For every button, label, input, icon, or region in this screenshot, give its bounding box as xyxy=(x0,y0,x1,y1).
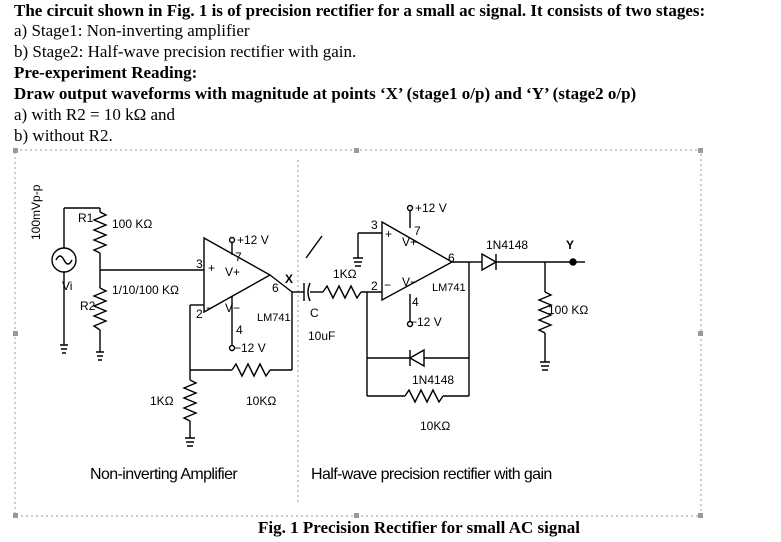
pin6-label: 6 xyxy=(272,281,279,295)
vi-label: Vi xyxy=(62,279,72,293)
cap-value: 10uF xyxy=(308,329,335,343)
diode1-label: 1N4148 xyxy=(486,238,528,252)
pin7-label: 7 xyxy=(235,250,242,264)
r-fb2-value: 10KΩ xyxy=(420,419,450,433)
diode2-label: 1N4148 xyxy=(412,373,454,387)
header-line-1: The circuit shown in Fig. 1 is of precis… xyxy=(14,1,706,20)
r2-label: R2 xyxy=(80,299,96,313)
node-x-label: X xyxy=(285,272,293,286)
r-fb2-resistor xyxy=(404,388,444,404)
diagram-frame xyxy=(14,149,702,517)
opamp2-name: LM741 xyxy=(432,282,466,294)
r2-value: 1/10/100 KΩ xyxy=(112,283,179,297)
header-line-2: a) Stage1: Non-inverting amplifier xyxy=(14,21,250,40)
ground-icon-2 xyxy=(96,351,104,361)
r-fb-resistor xyxy=(231,362,271,378)
r-fb-value: 10KΩ xyxy=(246,394,276,408)
input-amplitude-label: 100mVp-p xyxy=(29,184,43,240)
plus1-label: + xyxy=(208,261,215,275)
pin4b-label: 4 xyxy=(412,295,419,309)
vminus1-label: −12 V xyxy=(234,341,266,355)
header-line-7: b) without R2. xyxy=(14,126,113,145)
vm2-label: V− xyxy=(402,275,417,289)
cap-plate-2 xyxy=(307,282,311,302)
r-load-resistor xyxy=(537,291,553,334)
pin7b-label: 7 xyxy=(414,224,421,238)
vp2-label: V+ xyxy=(402,235,417,249)
header-line-5: Draw output waveforms with magnitude at … xyxy=(14,84,637,103)
vm1-label: V− xyxy=(225,301,240,315)
plus2-label: + xyxy=(385,227,392,241)
ground-icon-1 xyxy=(60,344,68,354)
vplus2-label: +12 V xyxy=(415,201,447,215)
pin3b-label: 3 xyxy=(371,218,378,232)
diode1-icon xyxy=(481,252,498,272)
opamp2-body xyxy=(381,220,454,302)
stage2-label: Half-wave precision rectifier with gain xyxy=(311,466,552,483)
node-y-label: Y xyxy=(566,238,574,252)
r2-resistor xyxy=(92,287,108,331)
header-line-4: Pre-experiment Reading: xyxy=(14,63,198,82)
r-in2-value: 1KΩ xyxy=(333,267,357,281)
r-in2-resistor xyxy=(322,284,362,300)
sine-wave-icon xyxy=(55,255,73,265)
stage1-label: Non-inverting Amplifier xyxy=(90,466,238,483)
header-line-3: b) Stage2: Half-wave precision rectifier… xyxy=(14,42,357,61)
pin2-label: 2 xyxy=(196,307,203,321)
minus1-label: − xyxy=(206,301,213,315)
frame-corner-marks xyxy=(13,148,703,518)
ac-source-icon xyxy=(51,247,77,273)
minus2-label: − xyxy=(384,278,391,292)
r1-label: R1 xyxy=(78,211,94,225)
opamp1-name: LM741 xyxy=(257,312,291,324)
pin6b-label: 6 xyxy=(448,251,455,265)
header-line-6: a) with R2 = 10 kΩ and xyxy=(14,105,176,124)
pin3-label: 3 xyxy=(196,257,203,271)
r-gnd-value: 1KΩ xyxy=(150,394,174,408)
figure-caption: Fig. 1 Precision Rectifier for small AC … xyxy=(258,518,581,537)
vminus2-label: −12 V xyxy=(410,315,442,329)
r-load-value: 100 KΩ xyxy=(548,303,588,317)
pin4-label: 4 xyxy=(236,323,243,337)
ground-icon-5 xyxy=(540,361,550,371)
vp1-label: V+ xyxy=(225,265,240,279)
diode2-icon xyxy=(408,348,425,368)
opamp1-body xyxy=(203,236,272,314)
r-gnd-resistor xyxy=(182,379,198,422)
ground-icon-4 xyxy=(353,257,363,267)
pin2b-label: 2 xyxy=(371,279,378,293)
cap-name: C xyxy=(310,306,319,320)
ground-icon-3 xyxy=(185,437,195,447)
r1-resistor xyxy=(92,211,108,254)
r1-value: 100 KΩ xyxy=(112,217,152,231)
vplus1-label: +12 V xyxy=(237,233,269,247)
